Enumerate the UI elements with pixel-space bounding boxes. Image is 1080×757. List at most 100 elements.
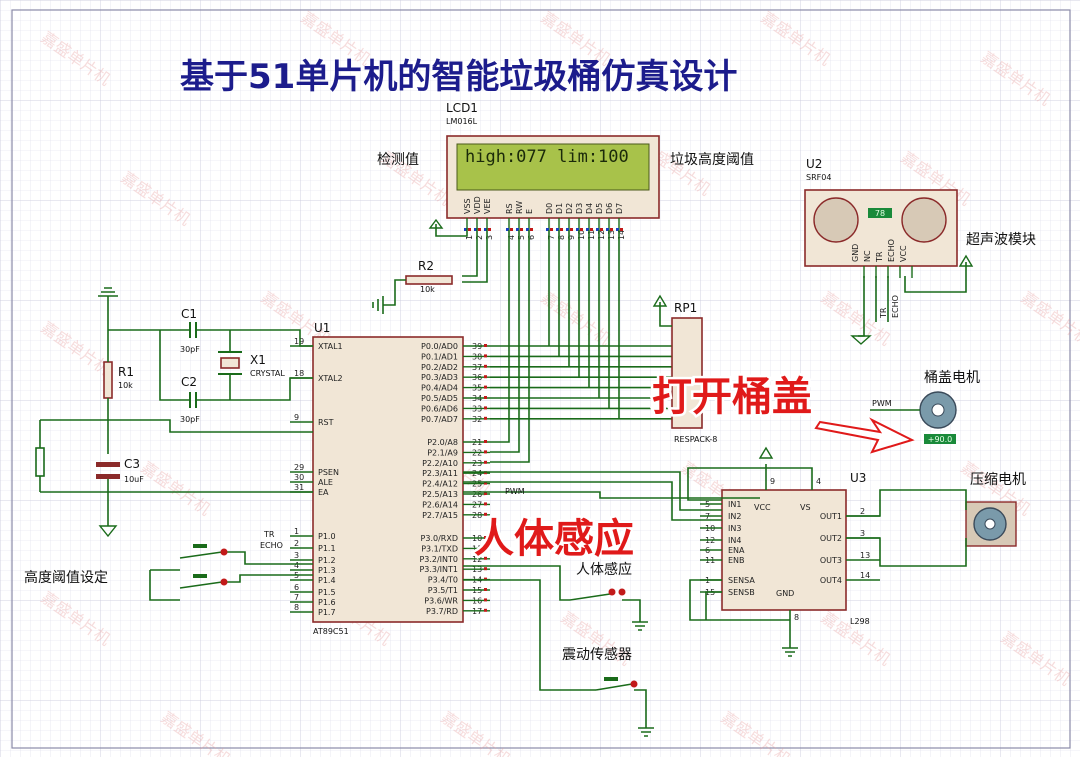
mcu-pin-name: P3.2/INT0 [419, 555, 458, 564]
u2-signal-wires [875, 276, 889, 322]
u3-pin-number: 14 [860, 571, 870, 580]
mcu-u1[interactable]: U1 AT89C51 XTAL119XTAL218RST9PSEN29ALE30… [290, 321, 490, 636]
mcu-pin-name: XTAL1 [318, 342, 343, 351]
mcu-pin-marker [484, 375, 487, 379]
lcd-pin-marker [468, 228, 471, 231]
mcu-pin-name: P3.3/INT1 [419, 565, 458, 574]
body-sensor-switch[interactable] [463, 565, 648, 631]
lcd-pin-number: 5 [517, 235, 526, 240]
p0-bus-wire [490, 230, 672, 347]
mcu-pin-name: P2.7/A15 [422, 511, 458, 520]
pwm-net-label: PWM [505, 487, 525, 496]
r2-ground-wire [383, 279, 406, 306]
capacitor-c3[interactable]: C3 10uF [96, 457, 144, 484]
pwm-wire [463, 491, 760, 499]
lcd-pin-name: D5 [595, 203, 604, 214]
rp1-model: RESPACK-8 [674, 435, 717, 444]
mcu-pin-marker [484, 450, 487, 454]
compress-motor[interactable]: 压缩电机 [846, 472, 1026, 567]
u3-pin-name: SENSA [728, 576, 755, 585]
switch-2-dot [220, 578, 228, 586]
mcu-model: AT89C51 [313, 627, 349, 636]
u2-display-value: 78 [875, 209, 885, 218]
mcu-pin-marker [484, 385, 487, 389]
capacitor-c2[interactable]: C2 30pF [180, 375, 200, 424]
lcd-vss-wire [435, 224, 468, 237]
mcu-pin-name: P3.6/WR [424, 596, 458, 605]
mcu-pin-number: 30 [294, 473, 304, 482]
mcu-pin-name: P1.1 [318, 544, 336, 553]
r1-value: 10k [118, 381, 133, 390]
lcd-pin-number: 13 [607, 230, 616, 240]
rp1-power-arrow [652, 294, 668, 307]
mcu-pin-name: P0.4/AD4 [421, 384, 458, 393]
u3-pin-number: 3 [860, 529, 865, 538]
mcu-pin-number: 31 [294, 483, 304, 492]
switch-1-dot [220, 548, 228, 556]
u3-pin-name: ENB [728, 556, 745, 565]
respack-rp1[interactable]: RP1 RESPACK-8 [652, 294, 717, 444]
r1-supply-symbol [98, 287, 118, 297]
u2-pin-name: VCC [899, 245, 908, 262]
body-switch-wire [463, 565, 570, 601]
u3-pin-name: IN3 [728, 524, 741, 533]
lcd-vss-power-arrow [428, 218, 444, 229]
mcu-pin-marker [484, 502, 487, 506]
p0-bus-wire [490, 230, 672, 358]
body-switch-ground-wire [622, 599, 641, 622]
lcd-pin-name: D3 [575, 203, 584, 214]
switch-common-wire [149, 569, 180, 601]
body-switch-dot-1 [608, 588, 616, 596]
p0-bus-wire [490, 230, 672, 368]
mcu-pin-name: P0.7/AD7 [421, 415, 458, 424]
lid-motor-readout [924, 434, 956, 444]
u3-pin-name: OUT1 [820, 512, 842, 521]
lcd-pin-marker [616, 228, 619, 231]
data-bus-wires [490, 230, 672, 463]
u2-transducer-right [901, 197, 947, 243]
u3-pin-name: IN1 [728, 500, 741, 509]
mcu-pin-number: 6 [294, 583, 299, 592]
lcd-pin-marker [474, 228, 477, 231]
driver-u3[interactable]: U3 L298 IN15IN27IN310IN412ENA6ENB11SENSA… [700, 471, 880, 626]
lid-motor[interactable]: 桶盖电机 +90.0 PWM [870, 370, 980, 444]
mcu-pin-name: P3.1/TXD [421, 544, 458, 553]
body-sensor-label: 人体感应 [576, 561, 632, 578]
u3-input-wires [463, 471, 722, 521]
lid-motor-shaft [931, 403, 945, 417]
lcd-pin-marker [546, 228, 549, 231]
vibration-sensor-switch[interactable] [463, 579, 654, 737]
u3-pin-number: 8 [794, 613, 799, 622]
lcd-pin-name: D4 [585, 203, 594, 214]
lcd-display[interactable]: LCD1 LM016L high:077 lim:100 VSS1VDD2VEE… [446, 101, 660, 240]
lcd-pin-marker [516, 228, 519, 231]
switch-2-button[interactable] [193, 574, 207, 578]
switch-1-button[interactable] [193, 544, 207, 548]
mcu-pin-labels: XTAL119XTAL218RST9PSEN29ALE30EA31P1.01P1… [290, 337, 490, 617]
c3-value: 10uF [124, 475, 144, 484]
lcd-pin-name: E [525, 209, 534, 214]
rst-wire [108, 419, 313, 433]
mcu-pin-name: PSEN [318, 468, 339, 477]
u2-net-label: TR [879, 307, 888, 319]
lcd-pin-marker [580, 228, 583, 231]
threshold-switches[interactable] [149, 544, 313, 601]
p0-bus-wire [490, 230, 672, 389]
crystal-x1[interactable]: X1 CRYSTAL [218, 351, 285, 378]
vibration-switch-contact [595, 683, 633, 691]
mcu-pin-name: P1.4 [318, 576, 336, 585]
vibration-switch-button[interactable] [604, 677, 618, 681]
u3-pin-name: VS [800, 503, 811, 512]
lcd-pin-number: 7 [547, 235, 556, 240]
resistor-r2[interactable]: R2 10k [372, 259, 453, 314]
lcd-pin-marker [510, 228, 513, 231]
lcd-pin-marker [566, 228, 569, 231]
u3-sense-wires [689, 579, 790, 621]
x1-ref: X1 [250, 353, 266, 367]
r2-ground-symbol [372, 296, 384, 314]
lcd-vdd-wire [462, 228, 478, 277]
u3-pin-name: OUT3 [820, 556, 842, 565]
lcd-pin-marker [606, 228, 609, 231]
mcu-pin-name: P1.7 [318, 608, 336, 617]
